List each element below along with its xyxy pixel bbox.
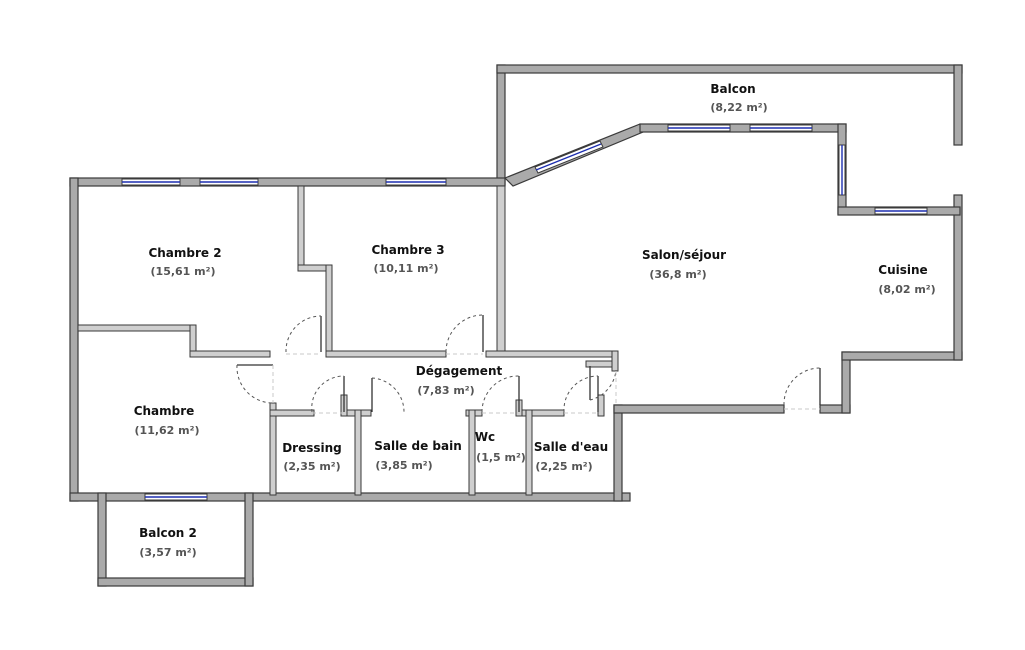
room-label-chambre3: Chambre 3 [371, 243, 444, 257]
window-salon-top-a [667, 124, 731, 132]
door-wc[interactable] [481, 375, 520, 414]
room-label-chambre: Chambre [134, 404, 195, 418]
wall-kitchen-step-v [841, 351, 851, 414]
partition-dressing-top [269, 409, 315, 417]
room-label-cuisine: Cuisine [878, 263, 927, 277]
room-area-chambre2: (15,61 m²) [151, 265, 216, 278]
partition-wc-sde [525, 409, 533, 496]
window-salon-diagonal [534, 140, 604, 174]
doors [236, 314, 821, 414]
partition-sde-right [597, 394, 605, 417]
partition-sde-top [515, 409, 565, 417]
room-labels: Balcon (8,22 m²) Chambre 2 (15,61 m²) Ch… [134, 82, 936, 559]
window-kitchen [874, 207, 928, 215]
wall-salon-bottom [613, 404, 785, 414]
room-label-balcon2: Balcon 2 [139, 526, 197, 540]
partition-sdb-wc [468, 409, 476, 496]
room-area-salle-de-bain: (3,85 m²) [375, 459, 432, 472]
room-area-chambre3: (10,11 m²) [374, 262, 439, 275]
room-label-salon: Salon/séjour [642, 248, 726, 262]
window-chambre3 [385, 178, 447, 186]
room-label-wc: Wc [475, 430, 495, 444]
wall-bottom [69, 492, 631, 502]
room-area-balcon2: (3,57 m²) [139, 546, 196, 559]
room-area-salle-eau: (2,25 m²) [535, 460, 592, 473]
partition-chambre-right [269, 402, 277, 496]
window-salon-right [838, 144, 846, 196]
partition-corridor-top-3 [485, 350, 619, 358]
door-chambre[interactable] [236, 364, 274, 404]
exterior-walls [69, 64, 963, 587]
window-balcon2 [144, 493, 208, 501]
wall-kitchen-right [953, 194, 963, 361]
wall-left [69, 177, 79, 502]
wall-balcon2-left [97, 492, 107, 587]
door-dressing[interactable] [311, 375, 345, 414]
room-area-cuisine: (8,02 m²) [878, 283, 935, 296]
room-label-balcon: Balcon [710, 82, 755, 96]
room-area-wc: (1,5 m²) [476, 451, 526, 464]
partition-dressing-sdb [354, 409, 362, 496]
door-salle-de-bain[interactable] [371, 377, 405, 413]
window-chambre2-a [121, 178, 181, 186]
partition-corridor-right [611, 350, 619, 372]
wall-balcon2-right [244, 492, 254, 587]
wall-salle-eau-right [613, 404, 623, 502]
partition-ch3-salon [496, 185, 506, 357]
partition-ch2-chambre [77, 324, 197, 332]
windows [121, 124, 928, 501]
partition-door-jamb-corridor [585, 360, 613, 368]
room-area-degagement: (7,83 m²) [417, 384, 474, 397]
room-area-dressing: (2,35 m²) [283, 460, 340, 473]
wall-balcon-left [496, 64, 506, 186]
room-label-salle-de-bain: Salle de bain [374, 439, 462, 453]
wall-balcon-right [953, 64, 963, 146]
wall-balcon-top [496, 64, 963, 74]
door-chambre3[interactable] [445, 314, 484, 355]
door-salon-entrance[interactable] [783, 367, 821, 410]
partition-ch2-right [325, 264, 333, 358]
door-salle-eau[interactable] [563, 375, 599, 414]
room-label-degagement: Dégagement [416, 364, 503, 378]
window-salon-top-b [749, 124, 813, 132]
room-label-chambre2: Chambre 2 [148, 246, 221, 260]
room-label-salle-eau: Salle d'eau [534, 440, 608, 454]
room-label-dressing: Dressing [282, 441, 342, 455]
window-chambre2-b [199, 178, 259, 186]
room-area-salon: (36,8 m²) [649, 268, 706, 281]
partition-corridor-top-2 [325, 350, 447, 358]
room-area-balcon: (8,22 m²) [710, 101, 767, 114]
room-area-chambre: (11,62 m²) [135, 424, 200, 437]
door-chambre2[interactable] [285, 315, 322, 355]
wall-kitchen-bottom [841, 351, 963, 361]
partition-ch2-ch3 [297, 185, 305, 271]
door-degagement-salon[interactable] [589, 366, 617, 405]
partition-corridor-top [189, 350, 271, 358]
wall-balcon2-bottom [97, 577, 254, 587]
